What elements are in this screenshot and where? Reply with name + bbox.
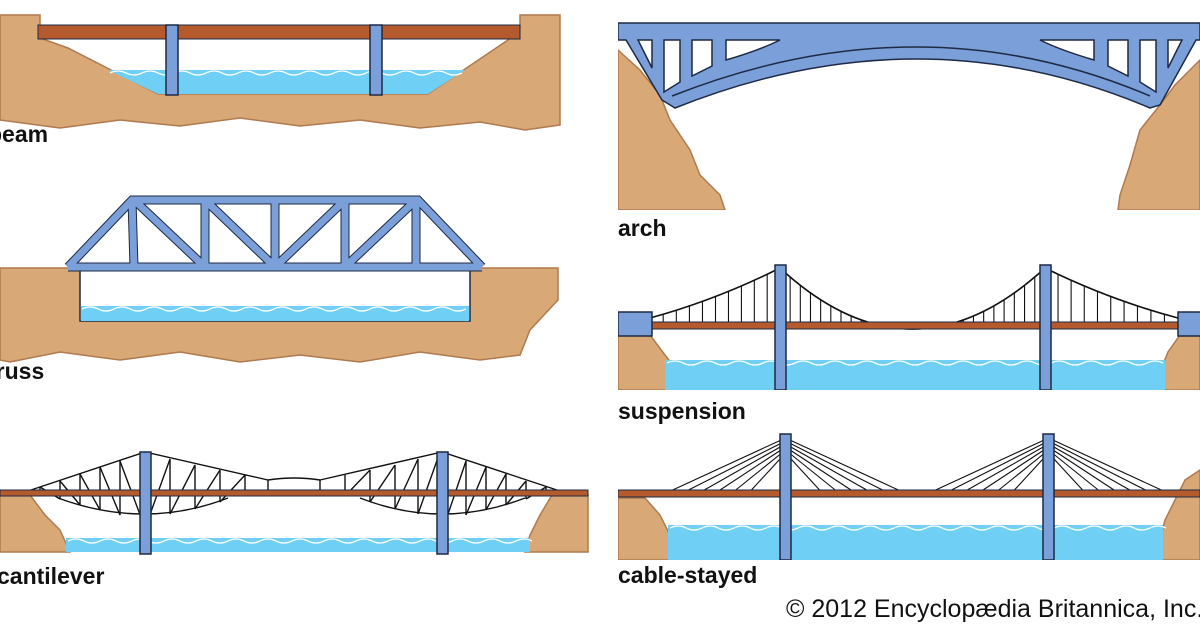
cable-stay bbox=[981, 446, 1049, 492]
beam-deck-right bbox=[378, 24, 521, 40]
suspension-hangers bbox=[662, 274, 1165, 329]
cantilever-earth-right bbox=[523, 494, 589, 553]
label-arch: arch bbox=[618, 215, 667, 241]
cantilever-tower-left bbox=[139, 451, 152, 555]
cable-stay bbox=[949, 440, 1049, 492]
arch-spandrels bbox=[636, 39, 1184, 94]
arch-earth-right bbox=[1117, 58, 1200, 210]
cantilever-bridge bbox=[0, 451, 589, 555]
cable-stay bbox=[1048, 437, 1164, 492]
label-suspension: suspension bbox=[618, 398, 746, 424]
cable-stay bbox=[718, 446, 786, 492]
arch-bridge bbox=[618, 22, 1200, 210]
truss-bridge bbox=[0, 195, 559, 363]
arch-rib-inner-edge bbox=[671, 46, 1151, 97]
cable-stay bbox=[933, 437, 1049, 492]
cable-deck bbox=[618, 489, 1200, 498]
cable-water-wave bbox=[669, 525, 1167, 531]
label-truss: truss bbox=[0, 358, 45, 384]
cable-stay bbox=[785, 443, 869, 492]
truss-water-wave bbox=[81, 306, 467, 312]
cable-tower-left bbox=[779, 433, 792, 560]
cable-stay bbox=[785, 437, 901, 492]
suspension-deck bbox=[618, 321, 1200, 330]
suspension-anchor-left bbox=[618, 311, 653, 337]
truss-water bbox=[81, 306, 469, 321]
cable-stay bbox=[1048, 440, 1148, 492]
label-beam: beam bbox=[0, 121, 49, 147]
cantilever-earth-left bbox=[0, 494, 72, 553]
cable-stay bbox=[965, 443, 1049, 492]
suspension-tower-left bbox=[774, 264, 787, 390]
suspension-main-cable bbox=[649, 267, 1179, 330]
beam-deck-left bbox=[37, 24, 169, 40]
suspension-tower-right bbox=[1039, 264, 1052, 390]
cable-stay bbox=[785, 446, 853, 492]
cable-stay bbox=[1048, 449, 1100, 492]
cable-stay bbox=[1048, 443, 1132, 492]
cable-stay bbox=[785, 440, 885, 492]
cable-water bbox=[668, 525, 1163, 560]
label-cable-stayed: cable-stayed bbox=[618, 562, 758, 588]
suspension-water-wave bbox=[666, 360, 1164, 366]
truss-frame bbox=[65, 196, 485, 271]
cable-stay bbox=[734, 449, 786, 492]
cable-earth-right bbox=[1157, 469, 1200, 560]
suspension-anchor-right bbox=[1177, 311, 1200, 337]
cable-stayed-bridge bbox=[618, 433, 1200, 560]
beam-deck-mid bbox=[175, 24, 372, 40]
cable-stay bbox=[1048, 446, 1116, 492]
cantilever-tower-right bbox=[436, 451, 449, 555]
beam-pier-left bbox=[165, 24, 179, 96]
suspension-bridge bbox=[618, 264, 1200, 390]
cable-stay bbox=[785, 449, 837, 492]
cable-stay bbox=[997, 449, 1049, 492]
cable-stay bbox=[702, 443, 786, 492]
cable-stay bbox=[670, 437, 786, 492]
cable-stay bbox=[686, 440, 786, 492]
label-cantilever: cantilever bbox=[0, 563, 105, 589]
arch-earth-left bbox=[618, 48, 726, 210]
cable-tower-right bbox=[1042, 433, 1055, 560]
copyright-notice: © 2012 Encyclopædia Britannica, Inc. bbox=[786, 595, 1200, 623]
beam-bridge bbox=[0, 14, 561, 131]
cantilever-deck bbox=[0, 489, 589, 497]
cantilever-truss bbox=[21, 451, 567, 521]
cable-stays bbox=[670, 437, 1164, 492]
beam-pier-right bbox=[369, 24, 383, 96]
